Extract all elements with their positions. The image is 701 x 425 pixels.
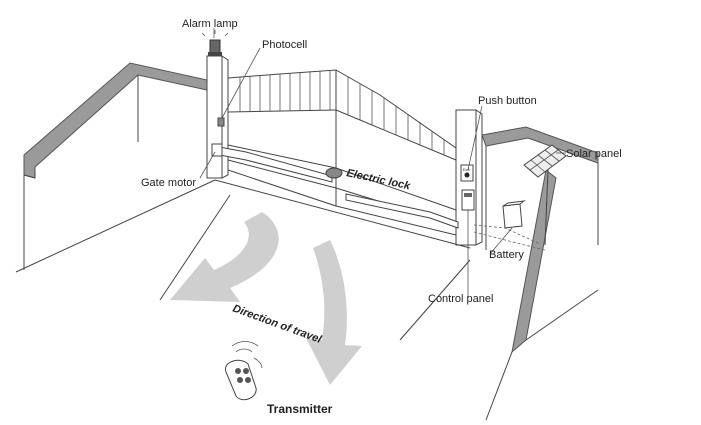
label-transmitter: Transmitter — [267, 402, 333, 416]
label-battery: Battery — [489, 249, 524, 261]
right-wall — [399, 126, 599, 421]
solar-panel — [523, 144, 567, 246]
label-solar-panel: Solar panel — [566, 148, 622, 160]
label-gate-motor: Gate motor — [141, 177, 196, 189]
transmitter — [224, 341, 263, 401]
label-push-button: Push button — [478, 95, 537, 107]
direction-arrows — [170, 212, 362, 385]
push-button — [460, 164, 474, 182]
left-wall — [15, 62, 231, 301]
electric-lock — [325, 167, 343, 179]
label-alarm-lamp: Alarm lamp — [182, 18, 238, 30]
label-control-panel: Control panel — [428, 293, 493, 305]
label-direction-of-travel: Direction of travel — [231, 303, 324, 347]
photocell — [217, 117, 225, 127]
gate-motor — [211, 143, 459, 229]
battery — [502, 200, 526, 229]
leader-lines — [199, 28, 566, 298]
label-electric-lock: Electric lock — [345, 167, 412, 192]
label-photocell: Photocell — [262, 39, 307, 51]
wiring — [473, 224, 546, 251]
label-exit-button: Exit — [463, 167, 471, 172]
alarm-lamp — [201, 30, 229, 56]
control-panel — [461, 189, 475, 211]
